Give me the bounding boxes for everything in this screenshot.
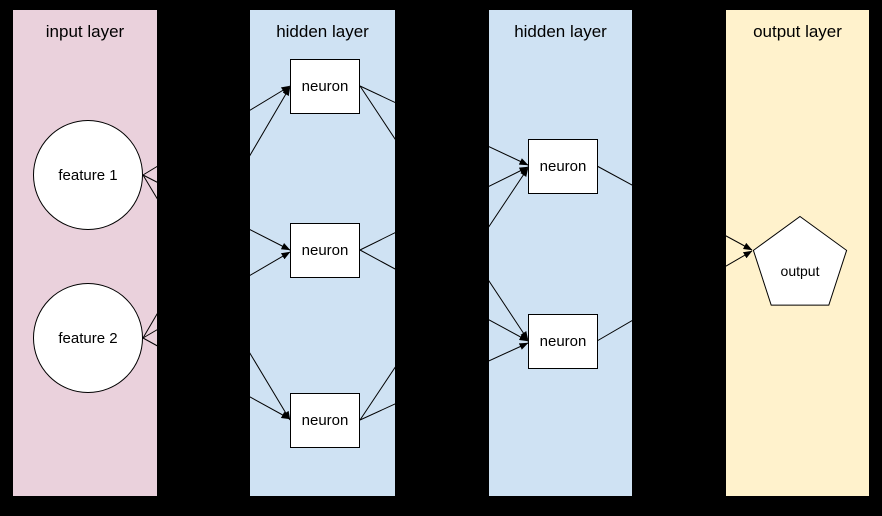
hidden-layer-1-title: hidden layer	[276, 22, 369, 41]
edge-h1neuron1-h2neuron1	[359, 85, 529, 166]
panel-input-layer: input layer	[13, 10, 157, 496]
node-hidden1-neuron-2: neuron	[290, 223, 360, 278]
edge-h1neuron3-h2neuron2	[359, 342, 529, 421]
node-feature-1: feature 1	[33, 120, 143, 230]
edge-feature1-h1neuron3	[142, 174, 291, 421]
feature-1-label: feature 1	[58, 166, 118, 184]
edge-h1neuron3-h2neuron1	[359, 167, 529, 421]
output-layer-title: output layer	[753, 22, 842, 41]
panel-hidden-layer-2: hidden layer	[489, 10, 632, 496]
hidden2-neuron-2-label: neuron	[539, 333, 587, 350]
edge-h2neuron2-output	[596, 250, 753, 342]
node-hidden2-neuron-2: neuron	[528, 314, 598, 369]
hidden1-neuron-2-label: neuron	[301, 242, 349, 259]
edge-feature2-h1neuron2	[142, 251, 291, 339]
hidden2-neuron-1-label: neuron	[539, 158, 587, 175]
edge-h1neuron2-h2neuron1	[359, 166, 529, 251]
edge-h2neuron1-output	[596, 165, 753, 251]
hidden1-neuron-1-label: neuron	[301, 78, 349, 95]
edge-h1neuron2-h2neuron2	[359, 249, 529, 342]
node-hidden2-neuron-1: neuron	[528, 139, 598, 194]
edge-feature2-h1neuron1	[142, 86, 291, 339]
node-feature-2: feature 2	[33, 283, 143, 393]
edge-feature2-h1neuron3	[142, 337, 291, 420]
output-pentagon	[752, 215, 848, 306]
node-hidden1-neuron-1: neuron	[290, 59, 360, 114]
hidden1-neuron-3-label: neuron	[301, 412, 349, 429]
feature-2-label: feature 2	[58, 329, 118, 347]
input-layer-title: input layer	[45, 22, 125, 41]
node-hidden1-neuron-3: neuron	[290, 393, 360, 448]
edge-h1neuron1-h2neuron2	[359, 85, 529, 341]
edge-feature1-h1neuron1	[142, 85, 291, 176]
hidden-layer-2-title: hidden layer	[514, 22, 607, 41]
output-node-label: output	[780, 263, 820, 279]
